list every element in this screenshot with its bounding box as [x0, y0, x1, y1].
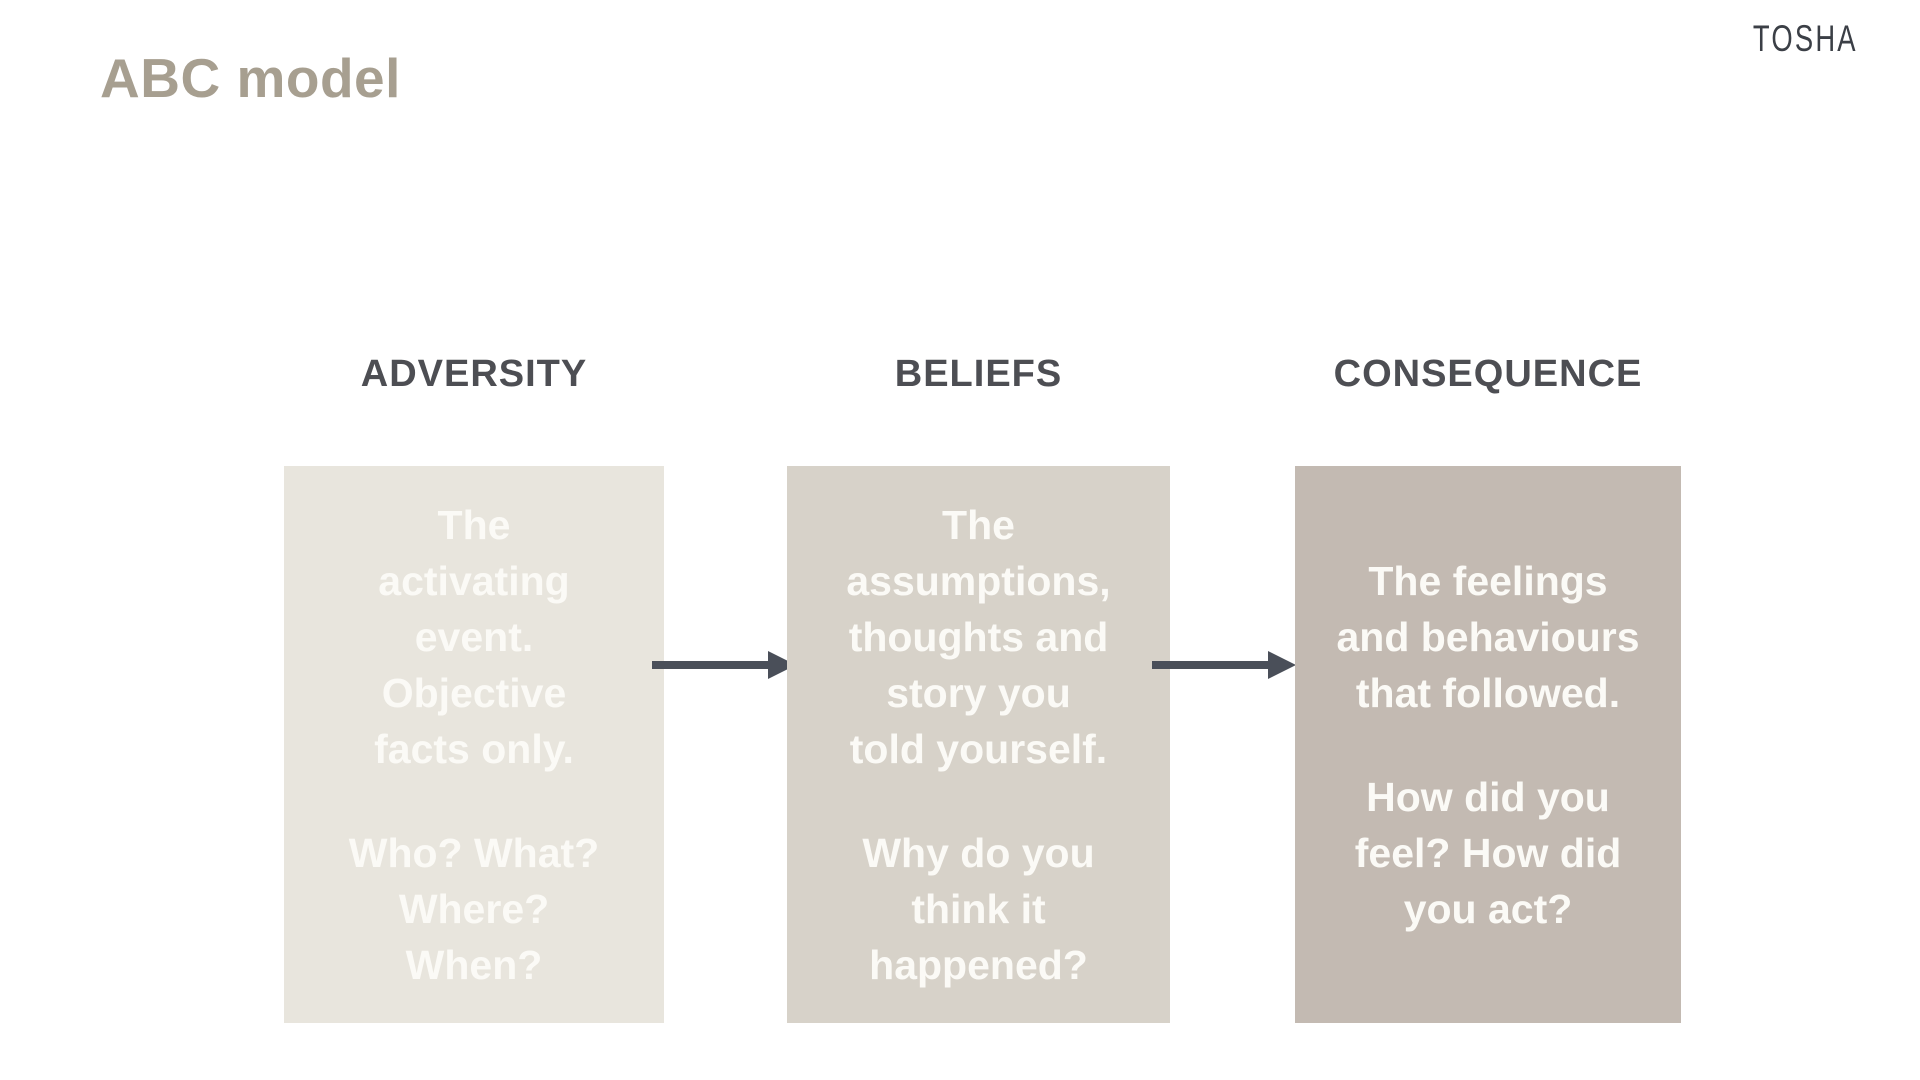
consequence-prompt-text: How did you feel? How did you act?	[1354, 773, 1622, 932]
column-adversity: ADVERSITY The activating event. Objectiv…	[284, 352, 664, 1023]
arrow-right-icon	[652, 651, 796, 679]
brand-logo: TOSHA	[1753, 18, 1858, 59]
adversity-box: The activating event. Objective facts on…	[284, 466, 664, 1023]
column-beliefs: BELIEFS The assumptions, thoughts and st…	[787, 352, 1170, 1023]
slide-title: ABC model	[100, 47, 401, 109]
adversity-prompt-text: Who? What? Where? When?	[348, 829, 600, 988]
beliefs-prompt-text: Why do you think it happened?	[862, 829, 1095, 988]
column-consequence: CONSEQUENCE The feelings and behaviours …	[1295, 352, 1681, 1023]
consequence-body-text: The feelings and behaviours that followe…	[1336, 557, 1640, 716]
arrow-right-icon	[1152, 651, 1296, 679]
column-header-consequence: CONSEQUENCE	[1333, 353, 1643, 395]
column-header-beliefs: BELIEFS	[894, 353, 1063, 395]
beliefs-box: The assumptions, thoughts and story you …	[787, 466, 1170, 1023]
adversity-body-text: The activating event. Objective facts on…	[374, 501, 574, 772]
beliefs-body-text: The assumptions, thoughts and story you …	[846, 501, 1111, 772]
column-header-adversity: ADVERSITY	[360, 353, 588, 395]
consequence-box: The feelings and behaviours that followe…	[1295, 466, 1681, 1023]
